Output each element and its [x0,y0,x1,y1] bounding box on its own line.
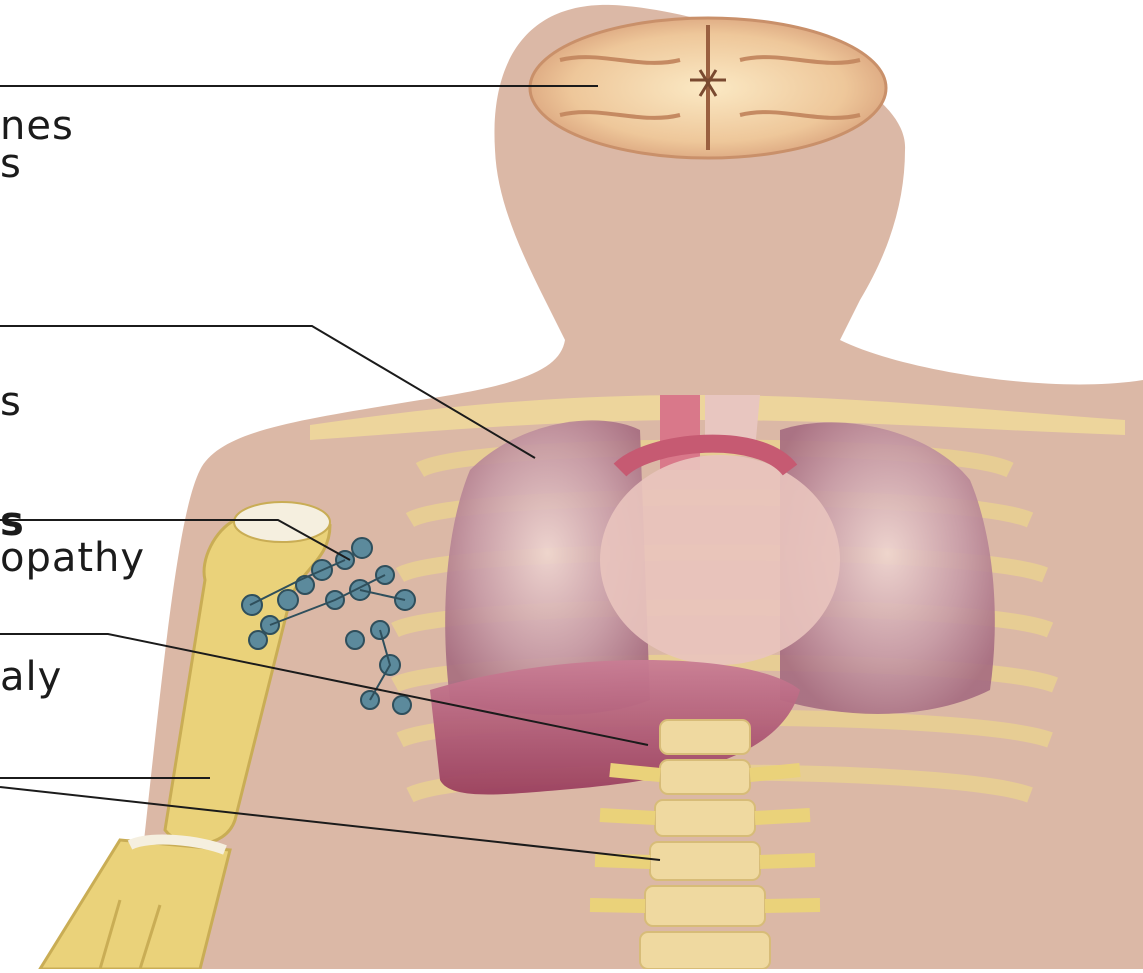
label-lymph-line-2: opathy [0,536,145,580]
label-brain-line-2: s [0,142,22,186]
forearm-bones [40,840,230,969]
label-spleen: aly [0,655,62,699]
brain [530,18,886,158]
label-lungs: s [0,380,22,424]
